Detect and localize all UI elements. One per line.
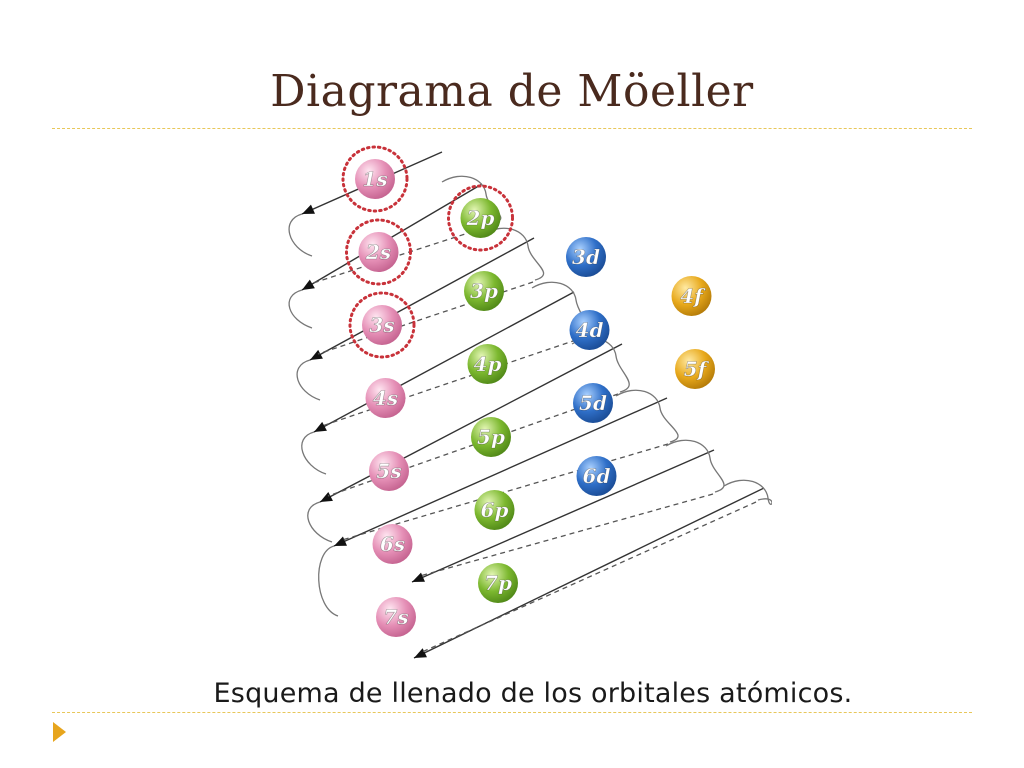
orbital-5p: 5p [471, 417, 511, 457]
return-loop-left [288, 289, 313, 329]
slide-bullet-icon [53, 722, 66, 742]
orbital-sphere [474, 490, 515, 530]
orbital-6d: 6d [576, 456, 617, 496]
filling-diagonal-line [313, 291, 575, 433]
orbital-label: 3p [470, 279, 498, 303]
filling-diagonal-line [309, 237, 535, 361]
orbital-label: 5d [579, 391, 607, 415]
dashed-guide-line [341, 443, 669, 541]
diagram-caption: Esquema de llenado de los orbitales atóm… [208, 672, 858, 716]
orbital-4p: 4p [467, 344, 508, 384]
orbital-sphere [471, 417, 511, 457]
orbital-sphere [460, 198, 501, 238]
orbital-2s: 2s [358, 232, 399, 272]
arrow-head-icon [302, 204, 315, 214]
orbital-label: 2s [365, 240, 391, 264]
orbital-label: 4d [576, 318, 604, 342]
orbital-sphere [355, 159, 395, 199]
return-loop-left [307, 501, 333, 543]
return-loop-left [288, 213, 313, 257]
orbital-label: 7p [484, 571, 512, 595]
arrow-head-icon [310, 349, 323, 360]
orbital-3d: 3d [566, 237, 606, 277]
filling-diagonal-line [411, 449, 715, 583]
orbital-4f: 4f [671, 276, 712, 316]
highlight-ring-2p [447, 184, 514, 252]
orbital-label: 5s [376, 459, 401, 483]
orbital-label: 6d [583, 464, 611, 488]
orbital-7s: 7s [376, 597, 416, 637]
orbital-5f: 5f [675, 349, 715, 389]
orbital-6p: 6p [474, 490, 515, 530]
orbital-label: 3d [572, 245, 600, 269]
orbital-label: 4p [474, 352, 502, 376]
orbital-label: 5p [477, 425, 505, 449]
return-loop-left [301, 431, 327, 475]
orbital-1s: 1s [355, 159, 395, 199]
highlight-ring-3s [348, 291, 416, 359]
orbital-sphere [573, 383, 613, 423]
highlight-ring-1s [341, 145, 409, 213]
orbital-sphere [576, 456, 617, 496]
orbital-sphere [478, 563, 518, 603]
return-loop-right [615, 389, 679, 443]
orbital-sphere [369, 451, 409, 491]
orbital-7p: 7p [478, 563, 518, 603]
orbital-sphere-layer: 1s 2s 2p 3s 3p 3d 4s 4p 4d 4f 5s 5p 5d 5f 6s 6p 6d 7s 7p [355, 159, 715, 637]
orbital-sphere [675, 349, 715, 389]
return-loop-left [296, 359, 321, 401]
orbital-sphere [362, 305, 402, 345]
return-loop-right [665, 439, 725, 493]
orbital-label: 3s [369, 313, 394, 337]
orbital-sphere [569, 310, 610, 350]
arrow-head-icon [412, 572, 425, 582]
orbital-sphere [464, 271, 504, 311]
orbital-4s: 4s [365, 378, 406, 418]
orbital-sphere [671, 276, 712, 316]
dashed-guide-line [321, 339, 577, 427]
return-loop-right [483, 227, 545, 281]
orbital-label: 1s [362, 167, 387, 191]
orbital-4d: 4d [569, 310, 610, 350]
orbital-sphere [365, 378, 406, 418]
orbital-sphere [372, 524, 413, 564]
orbital-sphere [358, 232, 399, 272]
orbital-label: 5f [684, 357, 710, 381]
arrow-head-icon [314, 421, 327, 432]
filling-path-layer [288, 151, 773, 659]
orbital-5d: 5d [573, 383, 613, 423]
highlight-ring-2s [345, 218, 412, 286]
orbital-label: 4f [680, 284, 706, 308]
slide-title: Diagrama de Möeller [270, 66, 754, 117]
orbital-sphere [566, 237, 606, 277]
arrow-head-icon [302, 279, 315, 290]
orbital-2p: 2p [460, 198, 501, 238]
return-loop-right [723, 479, 773, 505]
return-loop-left [318, 545, 339, 617]
highlight-ring-layer [341, 145, 514, 359]
orbital-5s: 5s [369, 451, 409, 491]
orbital-label: 2p [466, 206, 495, 230]
footer-divider [52, 712, 972, 713]
orbital-label: 4s [373, 386, 398, 410]
moeller-diagram-svg: 1s 2s 2p 3s 3p 3d 4s 4p 4d 4f 5s 5p 5d 5f 6s 6p 6d 7s 7p [288, 145, 773, 659]
orbital-3p: 3p [464, 271, 504, 311]
orbital-sphere [376, 597, 416, 637]
filling-diagonal-line [413, 487, 765, 659]
dashed-guide-line [421, 501, 757, 653]
moeller-diagram: 1s 2s 2p 3s 3p 3d 4s 4p 4d 4f 5s 5p 5d 5f 6s 6p 6d 7s 7p [272, 138, 773, 668]
return-loop-right [441, 175, 502, 225]
orbital-label: 7s [383, 605, 408, 629]
orbital-sphere [467, 344, 508, 384]
dashed-guide-line [309, 225, 491, 285]
orbital-label: 6s [380, 532, 405, 556]
title-divider [52, 128, 972, 129]
filling-diagonal-line [333, 397, 668, 547]
arrow-head-icon [320, 492, 333, 502]
orbital-label: 6p [481, 498, 509, 522]
dashed-guide-line [419, 493, 714, 577]
orbital-6s: 6s [372, 524, 413, 564]
orbital-3s: 3s [362, 305, 402, 345]
